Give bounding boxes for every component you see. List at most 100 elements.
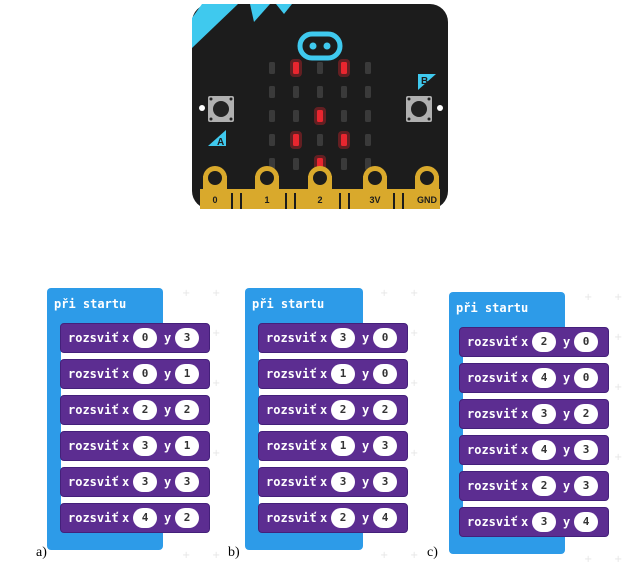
y-value-input[interactable]: 3: [574, 440, 598, 460]
plot-command-label: rozsviť: [68, 511, 119, 525]
edge-tooth: [285, 193, 287, 209]
x-value-input[interactable]: 3: [331, 328, 355, 348]
led-matrix: [269, 59, 371, 173]
x-value-input[interactable]: 4: [133, 508, 157, 528]
x-value-input[interactable]: 3: [133, 472, 157, 492]
x-value-input[interactable]: 0: [133, 328, 157, 348]
edge-tooth: [231, 193, 233, 209]
pin-0[interactable]: 0: [203, 166, 227, 209]
y-value-input[interactable]: 0: [373, 328, 397, 348]
x-value-input[interactable]: 4: [532, 368, 556, 388]
plot-command-label: rozsviť: [467, 371, 518, 385]
x-value-input[interactable]: 4: [532, 440, 556, 460]
plot-command-label: rozsviť: [266, 331, 317, 345]
plot-command-label: rozsviť: [266, 475, 317, 489]
plot-command-label: rozsviť: [266, 439, 317, 453]
y-value-input[interactable]: 3: [373, 472, 397, 492]
x-value-input[interactable]: 2: [331, 508, 355, 528]
option-label: c): [427, 545, 438, 560]
y-value-input[interactable]: 0: [373, 364, 397, 384]
on-start-label: při startu: [252, 297, 325, 311]
pin-2[interactable]: 2: [308, 166, 332, 209]
plot-command-label: rozsviť: [68, 403, 119, 417]
workspace-grid-mark: +: [584, 292, 593, 303]
y-value-input[interactable]: 3: [175, 472, 199, 492]
x-value-input[interactable]: 0: [133, 364, 157, 384]
pin-1[interactable]: 1: [255, 166, 279, 209]
x-value-input[interactable]: 1: [331, 364, 355, 384]
y-value-input[interactable]: 2: [175, 508, 199, 528]
plot-command-label: rozsviť: [467, 407, 518, 421]
led-off: [269, 110, 275, 122]
y-value-input[interactable]: 0: [574, 332, 598, 352]
y-value-input[interactable]: 2: [373, 400, 397, 420]
on-start-block[interactable]: při startu: [245, 288, 363, 324]
led-off: [365, 134, 371, 146]
plot-command-label: rozsviť: [68, 439, 119, 453]
y-value-input[interactable]: 3: [373, 436, 397, 456]
y-param-label: y: [563, 515, 571, 529]
button-a-marker-icon: [208, 130, 226, 146]
led-off: [365, 62, 371, 74]
edge-tooth: [348, 193, 350, 209]
on-start-block[interactable]: při startu: [47, 288, 163, 324]
y-value-input[interactable]: 4: [373, 508, 397, 528]
x-value-input[interactable]: 3: [133, 436, 157, 456]
y-param-label: y: [362, 511, 370, 525]
button-a[interactable]: A: [199, 96, 234, 148]
led-off: [317, 134, 323, 146]
button-b[interactable]: B: [406, 74, 443, 122]
pin-3v[interactable]: 3V: [363, 166, 387, 209]
y-value-input[interactable]: 2: [175, 400, 199, 420]
x-param-label: x: [521, 443, 529, 457]
edge-tooth: [339, 193, 341, 209]
x-value-input[interactable]: 2: [331, 400, 355, 420]
x-value-input[interactable]: 2: [532, 476, 556, 496]
x-value-input[interactable]: 2: [133, 400, 157, 420]
led-off: [365, 158, 371, 170]
pin-label: 1: [264, 195, 269, 205]
y-value-input[interactable]: 3: [175, 328, 199, 348]
x-value-input[interactable]: 3: [532, 404, 556, 424]
edge-tooth: [240, 193, 242, 209]
x-value-input[interactable]: 1: [331, 436, 355, 456]
led-off: [341, 158, 347, 170]
workspace-grid-mark: +: [182, 550, 191, 561]
led-on: [317, 110, 323, 122]
y-value-input[interactable]: 1: [175, 364, 199, 384]
led-on: [293, 62, 299, 74]
on-start-block[interactable]: při startu: [449, 292, 565, 328]
x-value-input[interactable]: 3: [532, 512, 556, 532]
y-param-label: y: [563, 371, 571, 385]
plot-command-label: rozsviť: [266, 367, 317, 381]
x-value-input[interactable]: 2: [532, 332, 556, 352]
y-value-input[interactable]: 0: [574, 368, 598, 388]
pin-gnd[interactable]: GND: [415, 166, 439, 209]
y-value-input[interactable]: 1: [175, 436, 199, 456]
y-value-input[interactable]: 3: [574, 476, 598, 496]
x-value-input[interactable]: 3: [331, 472, 355, 492]
x-param-label: x: [521, 515, 529, 529]
y-param-label: y: [563, 407, 571, 421]
y-value-input[interactable]: 2: [574, 404, 598, 424]
y-value-input[interactable]: 4: [574, 512, 598, 532]
workspace-grid-mark: +: [380, 550, 389, 561]
